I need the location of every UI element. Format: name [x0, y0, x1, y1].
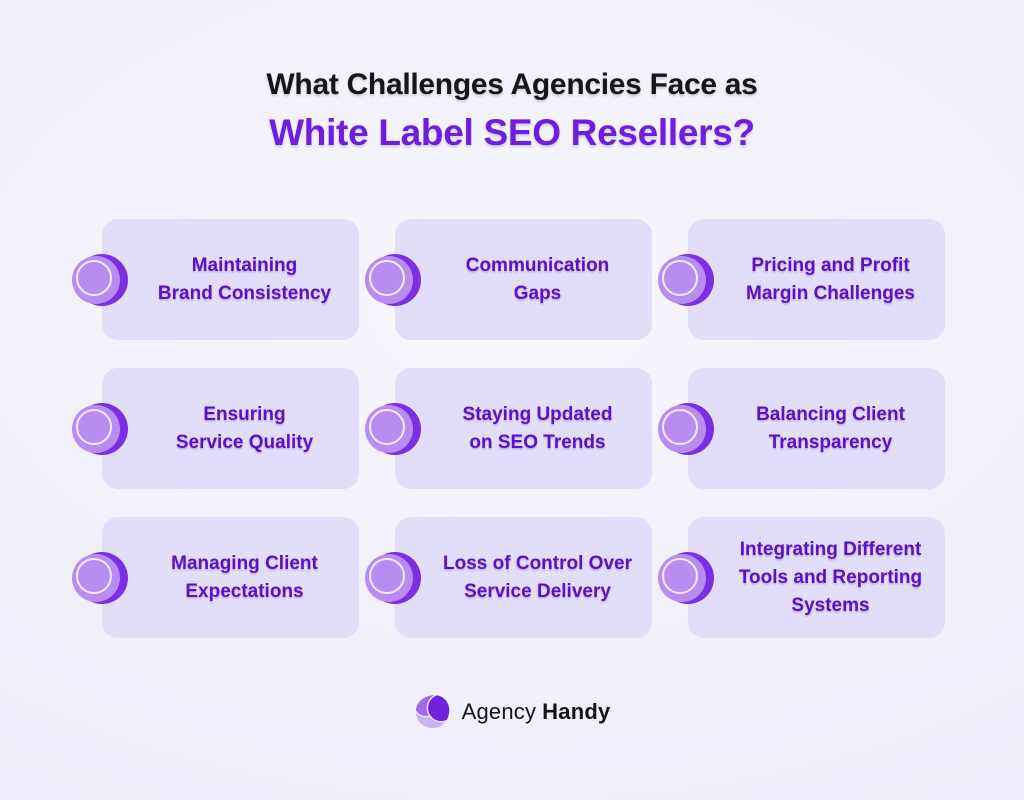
card-label-line: Balancing Client — [756, 403, 905, 425]
brand-name-bold: Handy — [542, 698, 611, 724]
brand-name: Agency Handy — [462, 699, 611, 725]
bullet-inner-ring — [76, 557, 112, 594]
card-label-line: Managing Client — [171, 552, 318, 574]
bullet-back-circle — [662, 253, 714, 306]
agency-handy-logo-icon — [414, 693, 451, 730]
card-label-line: Service Delivery — [464, 580, 611, 602]
bullet-back-circle — [76, 551, 128, 604]
bullet-front-circle — [658, 404, 706, 453]
bullet-front-circle — [365, 404, 413, 453]
page-title: What Challenges Agencies Face as White L… — [0, 68, 1024, 154]
bullet-inner-ring — [662, 408, 698, 445]
bullet-circle-icon — [365, 402, 422, 456]
bullet-back-circle — [369, 402, 421, 455]
card-label-line: Staying Updated — [462, 403, 613, 425]
bullet-front-circle — [658, 553, 706, 602]
bullet-circle-icon — [658, 551, 715, 605]
card-label-line: Margin Challenges — [746, 282, 915, 304]
bullet-circle-icon — [658, 253, 715, 307]
bullet-inner-ring — [76, 259, 112, 296]
card-label-line: Service Quality — [175, 431, 314, 453]
brand-footer: Agency Handy — [0, 693, 1024, 730]
bullet-front-circle — [72, 553, 120, 602]
card-label: Staying Updated on SEO Trends — [463, 401, 613, 457]
card-label-line: on SEO Trends — [469, 431, 606, 453]
bullet-inner-ring — [369, 408, 405, 445]
title-line-1: What Challenges Agencies Face as — [266, 68, 758, 101]
bullet-back-circle — [76, 402, 128, 455]
bullet-circle-icon — [365, 253, 422, 307]
bullet-front-circle — [72, 404, 120, 453]
bullet-inner-ring — [76, 408, 112, 445]
bullet-inner-ring — [369, 259, 405, 296]
bullet-back-circle — [369, 551, 421, 604]
card-label-line: Integrating Different — [739, 538, 922, 560]
brand-name-regular: Agency — [461, 698, 537, 724]
bullet-front-circle — [658, 255, 706, 304]
bullet-circle-icon — [72, 402, 129, 456]
bullet-back-circle — [662, 551, 714, 604]
card-label-line: Expectations — [185, 580, 304, 602]
bullet-front-circle — [365, 553, 413, 602]
card-label-line: Gaps — [513, 282, 562, 304]
bullet-inner-ring — [369, 557, 405, 594]
card-label-line: Communication — [465, 254, 610, 276]
card-label-line: Transparency — [768, 431, 893, 453]
card-label-line: Ensuring — [203, 403, 286, 425]
bullet-circle-icon — [72, 253, 129, 307]
bullet-circle-icon — [365, 551, 422, 605]
card-label-line: Tools and Reporting — [738, 566, 923, 588]
card-label-line: Maintaining — [191, 254, 298, 276]
bullet-back-circle — [662, 402, 714, 455]
bullet-circle-icon — [658, 402, 715, 456]
card-label-line: Loss of Control Over — [443, 552, 632, 574]
bullet-inner-ring — [662, 557, 698, 594]
title-line-2: White Label SEO Resellers? — [269, 112, 755, 153]
bullet-back-circle — [369, 253, 421, 306]
bullet-back-circle — [76, 253, 128, 306]
bullet-front-circle — [72, 255, 120, 304]
card-label-line: Pricing and Profit — [751, 254, 910, 276]
bullet-circle-icon — [72, 551, 129, 605]
card-label-line: Systems — [791, 594, 870, 616]
card-label-line: Brand Consistency — [157, 282, 332, 304]
bullet-inner-ring — [662, 259, 698, 296]
bullet-front-circle — [365, 255, 413, 304]
challenge-card-5: Staying Updated on SEO Trends — [365, 368, 652, 489]
